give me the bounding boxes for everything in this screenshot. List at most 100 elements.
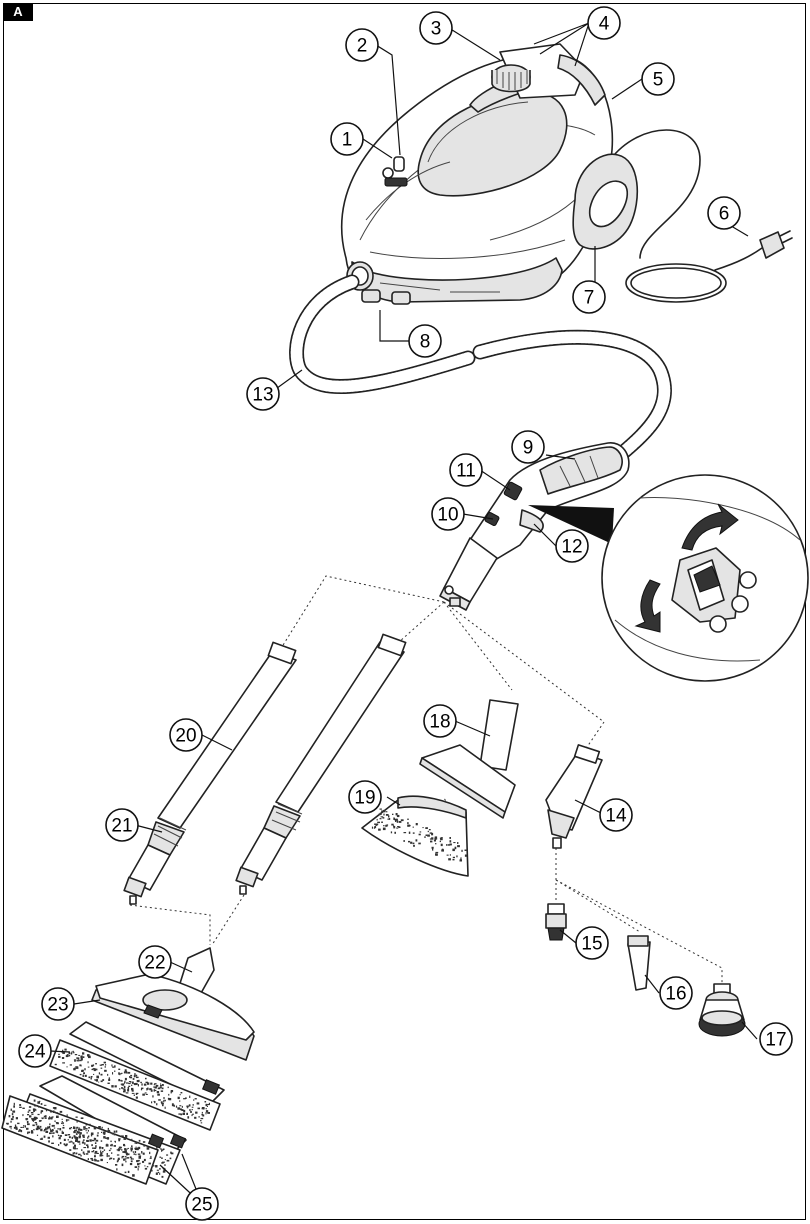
speckle <box>127 1153 130 1156</box>
speckle <box>153 1086 156 1088</box>
speckle <box>37 1127 41 1130</box>
speckle <box>73 1147 76 1150</box>
speckle <box>205 1112 207 1115</box>
speckle <box>393 825 395 827</box>
speckle <box>159 1172 161 1175</box>
speckle <box>135 1096 138 1099</box>
speckle <box>418 842 421 845</box>
speckle <box>80 1117 84 1119</box>
power-nozzle <box>545 903 567 941</box>
speckle <box>147 1087 149 1090</box>
speckle <box>175 1105 178 1108</box>
speckle <box>408 831 411 834</box>
speckle <box>378 813 381 816</box>
callout-circle <box>449 453 483 487</box>
speckle <box>123 1143 125 1147</box>
speckle <box>374 823 377 825</box>
speckle <box>26 1127 29 1130</box>
speckle <box>92 1064 95 1066</box>
speckle <box>68 1055 71 1057</box>
speckle <box>86 1144 89 1146</box>
speckle <box>161 1162 164 1164</box>
speckle <box>87 1145 89 1149</box>
speckle <box>12 1110 16 1113</box>
callout-25: 25 <box>185 1187 219 1221</box>
speckle <box>155 1172 158 1175</box>
round-brush-large <box>698 983 746 1037</box>
speckle <box>142 1141 146 1143</box>
speckle <box>157 1171 159 1174</box>
extension-tube-right <box>235 633 407 895</box>
speckle <box>33 1129 35 1131</box>
speckle <box>94 1137 97 1140</box>
speckle <box>413 844 415 847</box>
speckle <box>205 1110 209 1113</box>
speckle <box>103 1061 106 1064</box>
speckle <box>49 1109 52 1112</box>
speckle <box>114 1065 116 1068</box>
speckle <box>96 1068 98 1071</box>
speckle <box>191 1114 193 1117</box>
speckle <box>111 1143 113 1147</box>
speckle <box>154 1086 157 1089</box>
speckle <box>53 1127 56 1129</box>
speckle <box>155 1165 158 1168</box>
speckle <box>170 1152 174 1155</box>
speckle <box>84 1142 86 1145</box>
speckle <box>136 1148 139 1151</box>
speckle <box>124 1158 127 1160</box>
speckle <box>79 1059 82 1062</box>
speckle <box>57 1134 60 1137</box>
speckle <box>91 1139 95 1142</box>
speckle <box>185 1097 187 1099</box>
speckle <box>49 1123 51 1126</box>
speckle <box>137 1084 139 1087</box>
callout-number: 19 <box>354 788 375 809</box>
speckle <box>159 1168 161 1170</box>
speckle <box>19 1104 22 1106</box>
speckle <box>382 809 386 813</box>
speckle <box>390 831 393 834</box>
speckle <box>132 1078 135 1080</box>
speckle <box>78 1143 81 1145</box>
speckle <box>54 1120 56 1122</box>
speckle <box>133 1094 135 1096</box>
speckle <box>388 815 390 818</box>
speckle <box>34 1122 37 1124</box>
speckle <box>76 1057 78 1059</box>
speckle <box>132 1158 134 1160</box>
speckle <box>95 1150 98 1153</box>
speckle <box>48 1140 50 1143</box>
speckle <box>88 1076 91 1079</box>
speckle <box>449 843 452 846</box>
speckle <box>22 1114 24 1117</box>
speckle <box>151 1101 153 1104</box>
speckle <box>87 1158 89 1160</box>
callout-number: 13 <box>252 385 273 406</box>
indicator-lamps <box>382 156 408 187</box>
speckle <box>415 839 418 842</box>
speckle <box>429 832 433 834</box>
speckle <box>87 1129 89 1132</box>
speckle <box>454 846 457 850</box>
speckle <box>201 1111 203 1114</box>
callout-number: 16 <box>665 984 686 1005</box>
speckle <box>118 1079 120 1082</box>
speckle <box>130 1147 133 1150</box>
speckle <box>45 1130 49 1133</box>
speckle <box>150 1082 153 1085</box>
speckle <box>141 1087 144 1090</box>
speckle <box>381 821 383 823</box>
speckle <box>68 1136 71 1139</box>
speckle <box>41 1137 43 1140</box>
speckle <box>128 1083 131 1085</box>
speckle <box>103 1149 106 1151</box>
speckle <box>383 825 385 827</box>
speckle <box>397 826 400 827</box>
speckle <box>93 1147 97 1149</box>
child-lock-detail <box>601 474 809 682</box>
callout-18: 18 <box>423 704 457 738</box>
speckle <box>124 1081 126 1084</box>
speckle <box>160 1101 163 1104</box>
speckle <box>82 1140 84 1143</box>
